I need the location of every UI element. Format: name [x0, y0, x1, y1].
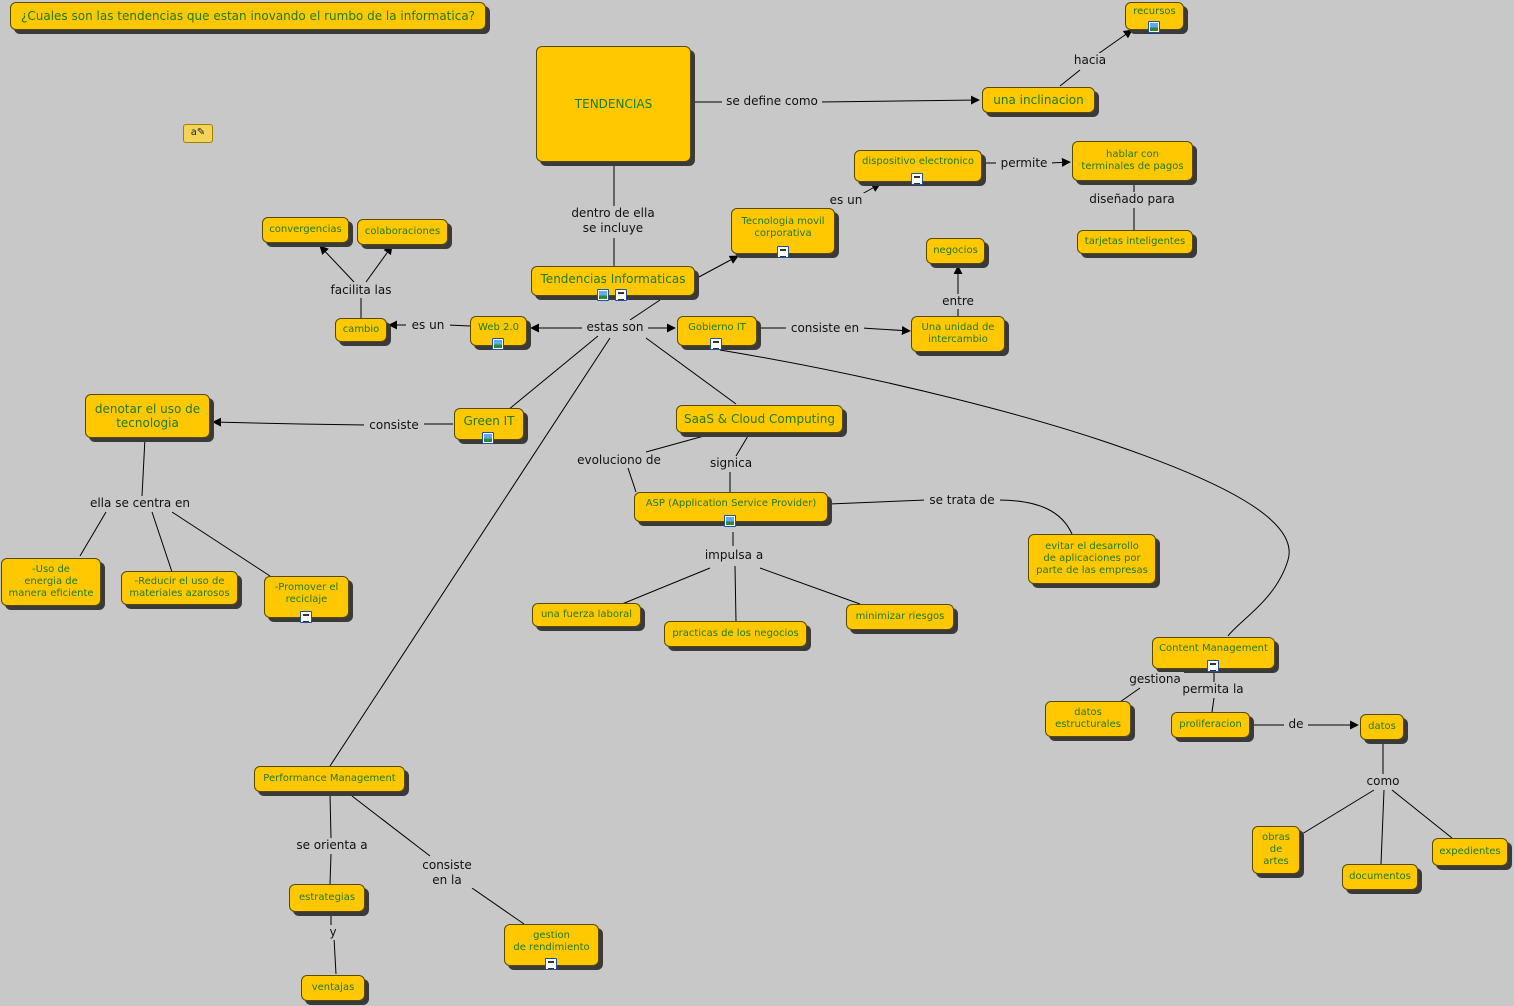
- focus-question: ¿Cuales son las tendencias que estan ino…: [10, 2, 486, 30]
- node-negocios[interactable]: negocios: [926, 238, 985, 264]
- node-denotar-uso-tecnologia[interactable]: denotar el uso de tecnologia: [85, 394, 210, 438]
- node-fuerza-laboral[interactable]: una fuerza laboral: [532, 603, 641, 627]
- link-se-define-como: se define como: [722, 94, 822, 109]
- link-consiste-en-la: consiste en la: [416, 858, 478, 888]
- node-estrategias[interactable]: estrategias: [289, 884, 365, 912]
- node-colaboraciones[interactable]: colaboraciones: [357, 219, 448, 245]
- link-consiste: consiste: [364, 418, 424, 433]
- document-resource-icon[interactable]: [911, 173, 923, 185]
- node-una-inclinacion[interactable]: una inclinacion: [982, 87, 1095, 113]
- document-resource-icon[interactable]: [615, 289, 627, 301]
- node-uso-energia[interactable]: -Uso de energia de manera eficiente: [1, 558, 101, 606]
- link-dentro-de-ella: dentro de ella se incluye: [564, 206, 662, 236]
- node-convergencias[interactable]: convergencias: [262, 217, 349, 243]
- node-content-management[interactable]: Content Management: [1152, 637, 1275, 669]
- node-ventajas[interactable]: ventajas: [301, 975, 365, 1001]
- node-tendencias-informaticas[interactable]: Tendencias Informaticas: [531, 266, 695, 296]
- document-resource-icon[interactable]: [545, 958, 557, 970]
- link-facilita-las: facilita las: [326, 283, 396, 298]
- edit-text-icon[interactable]: a✎: [183, 124, 213, 143]
- document-resource-icon[interactable]: [777, 246, 789, 258]
- node-evitar-desarrollo[interactable]: evitar el desarrollo de aplicaciones por…: [1028, 534, 1156, 584]
- link-se-orienta-a: se orienta a: [292, 838, 372, 853]
- node-proliferacion[interactable]: proliferacion: [1171, 712, 1250, 738]
- node-reducir-materiales[interactable]: -Reducir el uso de materiales azarosos: [121, 571, 238, 605]
- image-resource-icon[interactable]: [1148, 21, 1160, 33]
- link-evoluciono-de: evoluciono de: [574, 453, 664, 468]
- node-tendencias[interactable]: TENDENCIAS: [536, 46, 691, 162]
- node-minimizar-riesgos[interactable]: minimizar riesgos: [846, 604, 954, 630]
- image-resource-icon[interactable]: [492, 338, 504, 350]
- node-tarjetas-inteligentes[interactable]: tarjetas inteligentes: [1077, 230, 1193, 254]
- node-obras-de-artes[interactable]: obras de artes: [1252, 826, 1300, 874]
- node-expedientes[interactable]: expedientes: [1432, 838, 1508, 866]
- node-performance-management[interactable]: Performance Management: [254, 766, 405, 792]
- node-datos-estructurales[interactable]: datos estructurales: [1045, 701, 1131, 737]
- node-dispositivo-electronico[interactable]: dispositivo electronico: [854, 150, 982, 182]
- node-hablar-con-terminales[interactable]: hablar con terminales de pagos: [1072, 141, 1193, 181]
- link-signica: signica: [704, 456, 758, 471]
- link-y: y: [324, 925, 342, 940]
- document-resource-icon[interactable]: [1207, 660, 1219, 672]
- node-documentos[interactable]: documentos: [1342, 864, 1418, 890]
- node-una-unidad-de-intercambio[interactable]: Una unidad de intercambio: [911, 316, 1005, 352]
- image-resource-icon[interactable]: [597, 289, 609, 301]
- link-gestiona: gestiona: [1126, 672, 1184, 687]
- document-resource-icon[interactable]: [300, 611, 312, 623]
- link-hacia: hacia: [1068, 53, 1112, 68]
- link-permite: permite: [996, 156, 1052, 171]
- node-cambio[interactable]: cambio: [335, 318, 387, 342]
- document-resource-icon[interactable]: [710, 338, 722, 350]
- link-ella-se-centra-en: ella se centra en: [84, 496, 196, 511]
- node-datos[interactable]: datos: [1360, 714, 1404, 740]
- link-estas-son: estas son: [582, 320, 648, 335]
- link-es-un: es un: [826, 193, 866, 208]
- image-resource-icon[interactable]: [724, 515, 736, 527]
- link-disenado-para: diseñado para: [1084, 192, 1180, 207]
- link-de: de: [1284, 717, 1308, 732]
- link-impulsa-a: impulsa a: [700, 548, 768, 563]
- link-se-trata-de: se trata de: [924, 493, 1000, 508]
- node-promover-reciclaje[interactable]: -Promover el reciclaje: [264, 576, 349, 618]
- image-resource-icon[interactable]: [482, 432, 494, 444]
- node-green-it[interactable]: Green IT: [454, 408, 524, 440]
- node-saas-cloud[interactable]: SaaS & Cloud Computing: [676, 405, 843, 433]
- link-permita-la: permita la: [1178, 682, 1248, 697]
- link-consiste-en: consiste en: [786, 321, 864, 336]
- link-entre: entre: [938, 294, 978, 309]
- node-practicas-negocios[interactable]: practicas de los negocios: [664, 621, 807, 647]
- link-es-un-web: es un: [406, 318, 450, 333]
- link-como: como: [1362, 774, 1404, 789]
